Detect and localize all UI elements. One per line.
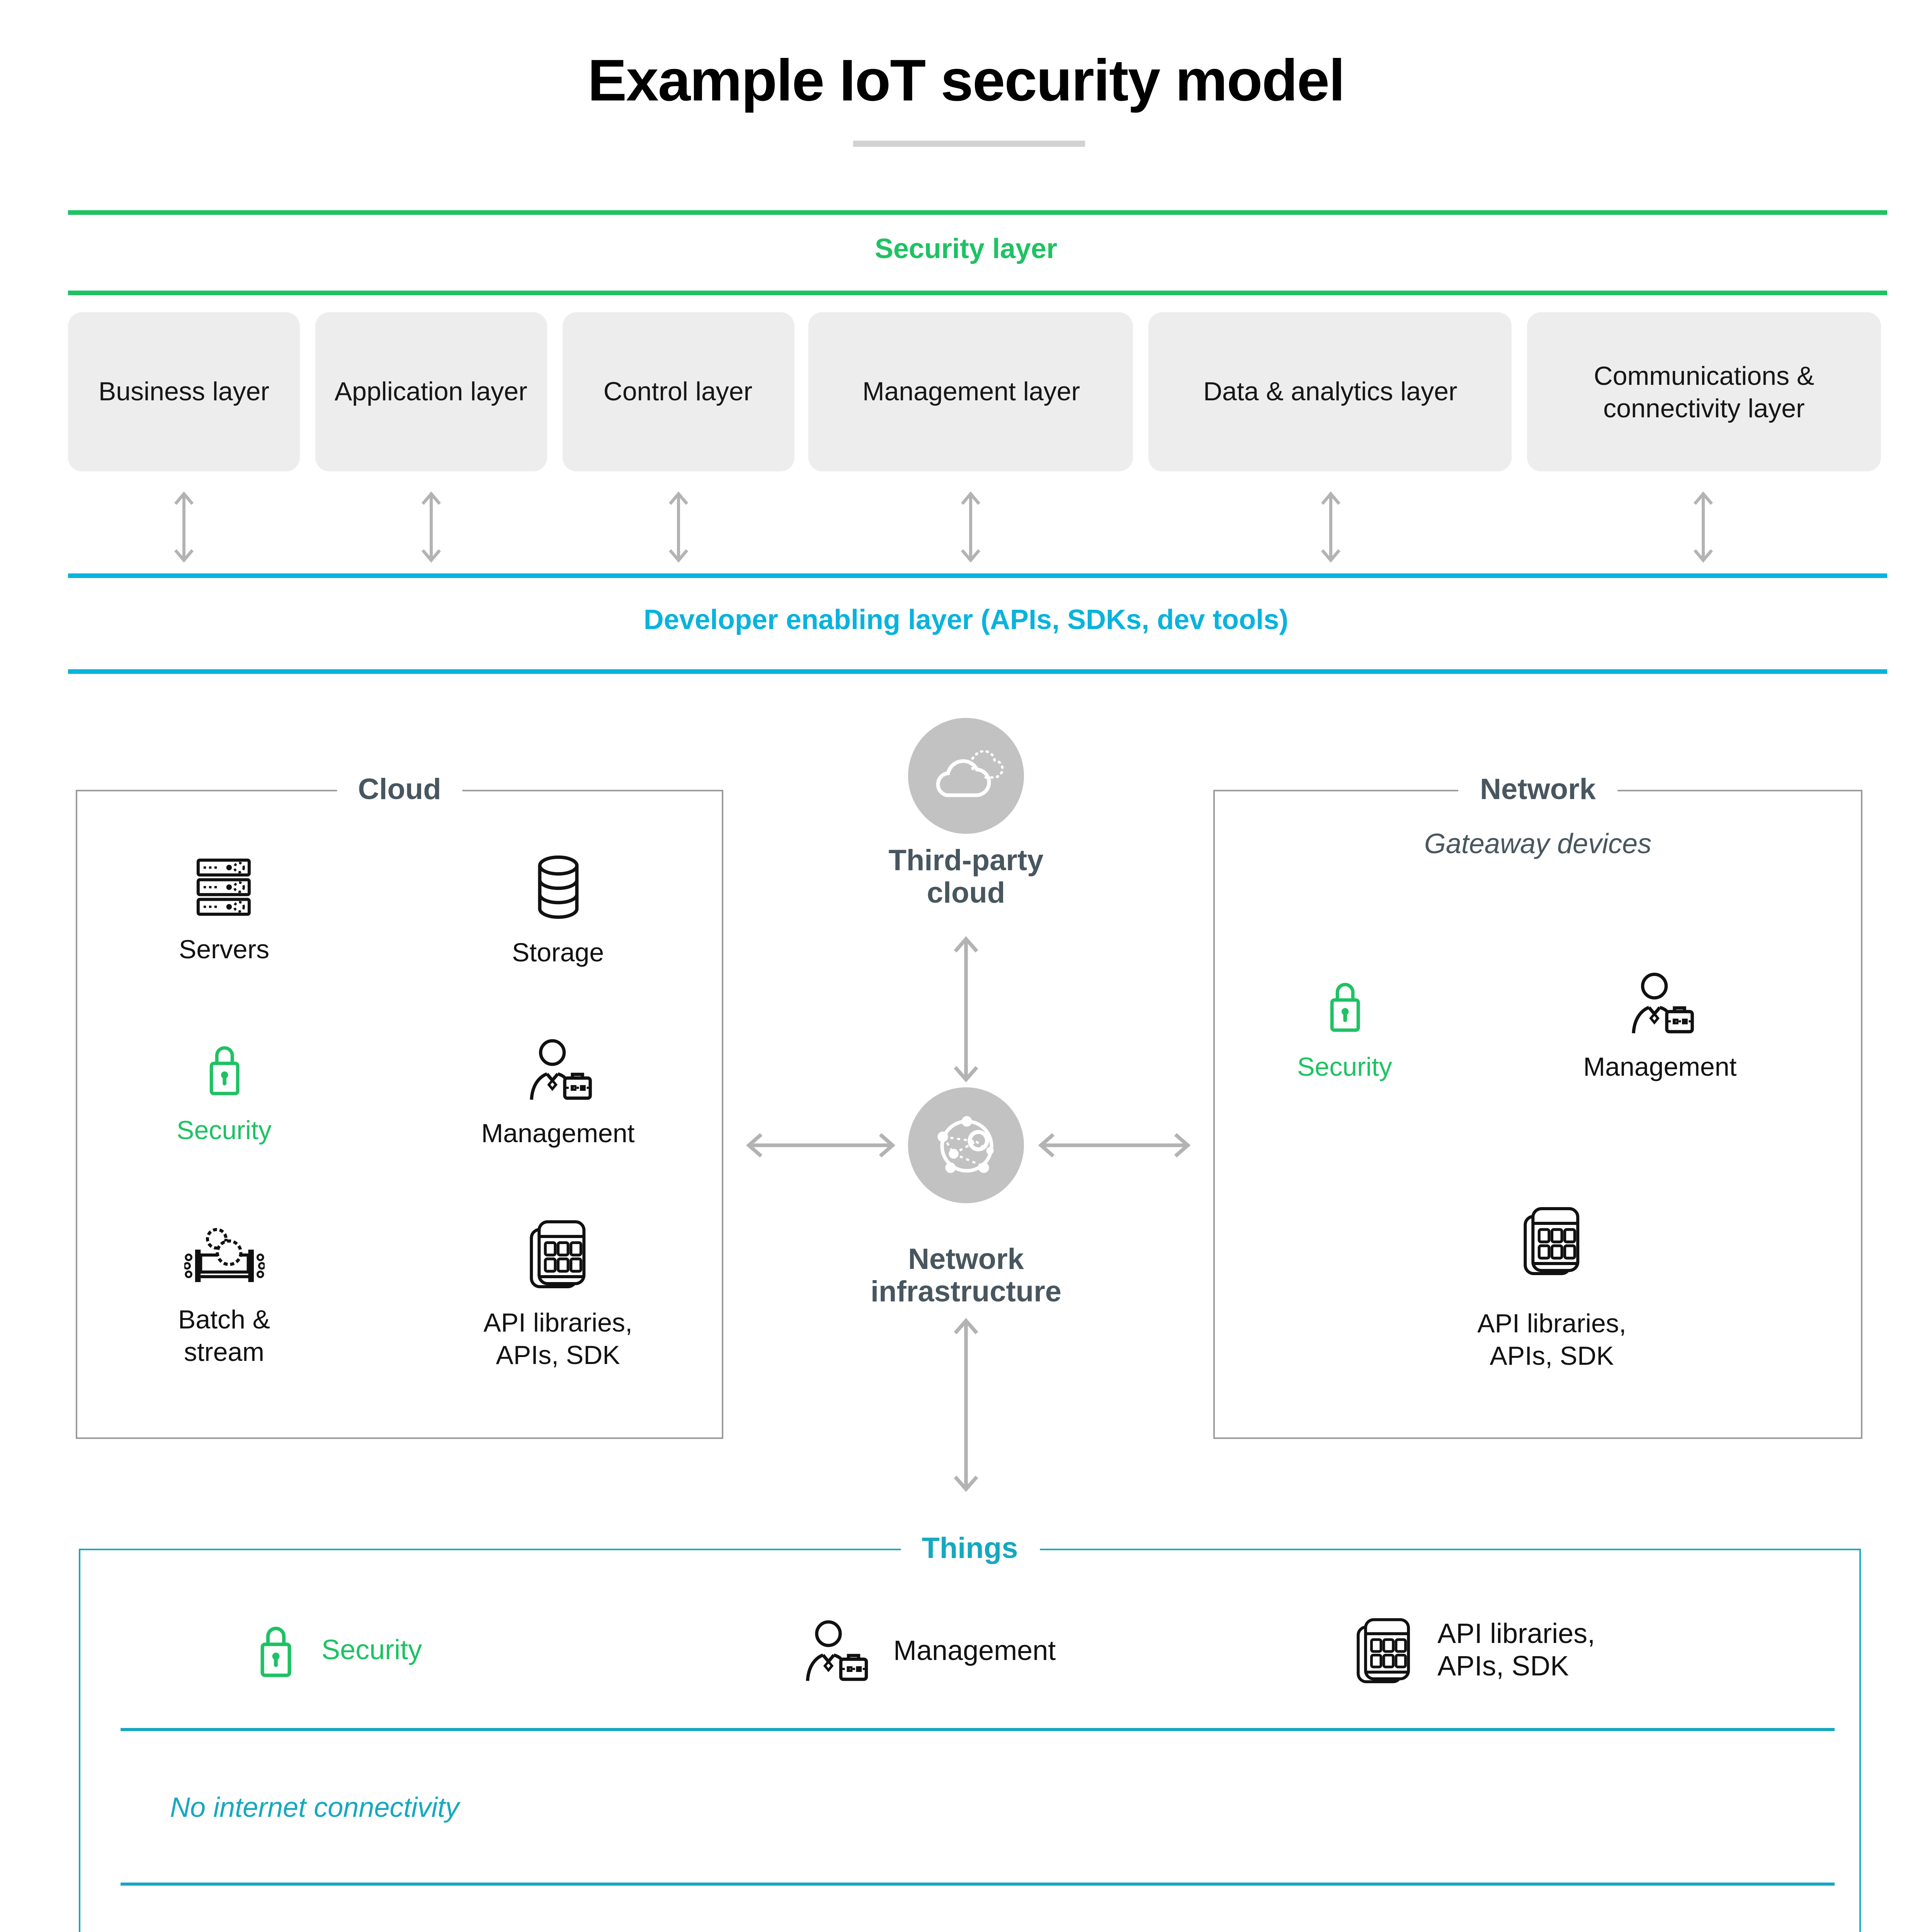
horizontal-arrow-network-to-infrastructure (1036, 1130, 1193, 1161)
updown-arrow-icon (1527, 488, 1881, 566)
cloud-item-label: Storage (512, 938, 604, 968)
things-item-security: Security (255, 1622, 422, 1679)
cloud-item-label: Security (177, 1116, 272, 1145)
cloud-item-label: Servers (179, 935, 270, 964)
vertical-arrow-infrastructure-to-things (951, 1315, 981, 1495)
things-item-management: Management (801, 1620, 1056, 1682)
updown-arrow-icon (562, 488, 794, 566)
network-infrastructure-circle (908, 1087, 1024, 1203)
things-zone-divider (121, 1728, 1835, 1731)
cloud-item-label: Management (481, 1119, 635, 1148)
network-item-label: API libraries, APIs, SDK (1477, 1309, 1626, 1371)
lock-icon (1325, 978, 1365, 1034)
cloud-item-management: Management (481, 1039, 635, 1150)
cloud-item-label: Batch & stream (178, 1305, 270, 1367)
security-band-bottom-rule (68, 291, 1887, 295)
developer-band-top-rule (68, 573, 1887, 578)
updown-arrow-icon (1149, 488, 1512, 566)
vertical-arrow-cloud-to-infrastructure (951, 934, 981, 1085)
layer-box-data-analytics: Data & analytics layer (1148, 312, 1512, 471)
pipeline-gears-icon (184, 1222, 264, 1287)
things-item-label: API libraries, APIs, SDK (1437, 1618, 1595, 1682)
cloud-panel-title: Cloud (336, 770, 463, 811)
cloud-item-api-libraries: API libraries, APIs, SDK (483, 1219, 633, 1372)
network-item-management: Management (1583, 972, 1737, 1083)
developer-band-label: Developer enabling layer (APIs, SDKs, de… (643, 604, 1289, 635)
person-briefcase-icon (524, 1039, 592, 1100)
updown-arrow-icon (68, 488, 300, 566)
layer-box-management: Management layer (809, 312, 1134, 471)
things-zone-divider (121, 1883, 1835, 1886)
network-panel-title: Network (1458, 770, 1617, 811)
layer-box-communications: Communications & connectivity layer (1527, 312, 1881, 471)
layer-updown-arrows (68, 488, 1881, 566)
things-item-label: Security (321, 1634, 422, 1665)
lock-icon (204, 1042, 244, 1097)
cloud-item-label: API libraries, APIs, SDK (483, 1308, 633, 1370)
person-briefcase-icon (1626, 972, 1694, 1034)
network-nodes-icon (930, 1110, 1002, 1181)
things-panel-title: Things (900, 1529, 1040, 1570)
layer-box-business: Business layer (68, 312, 300, 471)
network-item-security: Security (1297, 978, 1392, 1083)
network-item-label: Management (1583, 1053, 1737, 1082)
storage-icon (536, 855, 580, 920)
network-item-api-libraries: API libraries, APIs, SDK (1477, 1206, 1626, 1372)
api-grid-icon (1354, 1617, 1413, 1685)
layer-box-control: Control layer (562, 312, 794, 471)
cloud-item-storage: Storage (512, 855, 604, 969)
servers-icon (196, 858, 252, 917)
cloud-panel: Cloud Servers Storage Security Managemen… (76, 770, 723, 1439)
updown-arrow-icon (315, 488, 547, 566)
things-item-api-libraries: API libraries, APIs, SDK (1354, 1617, 1595, 1685)
cloud-item-servers: Servers (179, 858, 269, 966)
cloud-icon (929, 750, 1003, 802)
security-band-top-rule (68, 210, 1887, 215)
updown-arrow-icon (809, 488, 1134, 566)
things-item-label: Management (893, 1634, 1056, 1665)
title-underline (853, 141, 1085, 147)
things-zone-no-internet: No internet connectivity (170, 1792, 459, 1823)
third-party-cloud-circle (908, 718, 1024, 834)
person-briefcase-icon (801, 1620, 869, 1682)
third-party-cloud-label: Third-party cloud (888, 845, 1044, 910)
api-grid-icon (1522, 1206, 1581, 1277)
architecture-layers-row: Business layer Application layer Control… (68, 312, 1881, 471)
network-infrastructure-label: Network infrastructure (870, 1244, 1062, 1309)
api-grid-icon (529, 1219, 587, 1290)
lock-icon (255, 1622, 297, 1679)
horizontal-arrow-cloud-to-infrastructure (743, 1130, 898, 1161)
network-panel: Network Gateaway devices Security Manage… (1213, 770, 1862, 1439)
security-band-label: Security layer (874, 233, 1058, 264)
page-title: Example IoT security model (587, 49, 1345, 114)
things-panel: Things Security Management API libraries… (79, 1529, 1861, 1932)
network-item-label: Security (1297, 1053, 1392, 1082)
developer-band-bottom-rule (68, 669, 1887, 674)
cloud-item-security: Security (177, 1042, 272, 1147)
layer-box-application: Application layer (315, 312, 547, 471)
network-panel-subtitle: Gateaway devices (1424, 828, 1652, 859)
cloud-item-batch-stream: Batch & stream (178, 1222, 270, 1369)
